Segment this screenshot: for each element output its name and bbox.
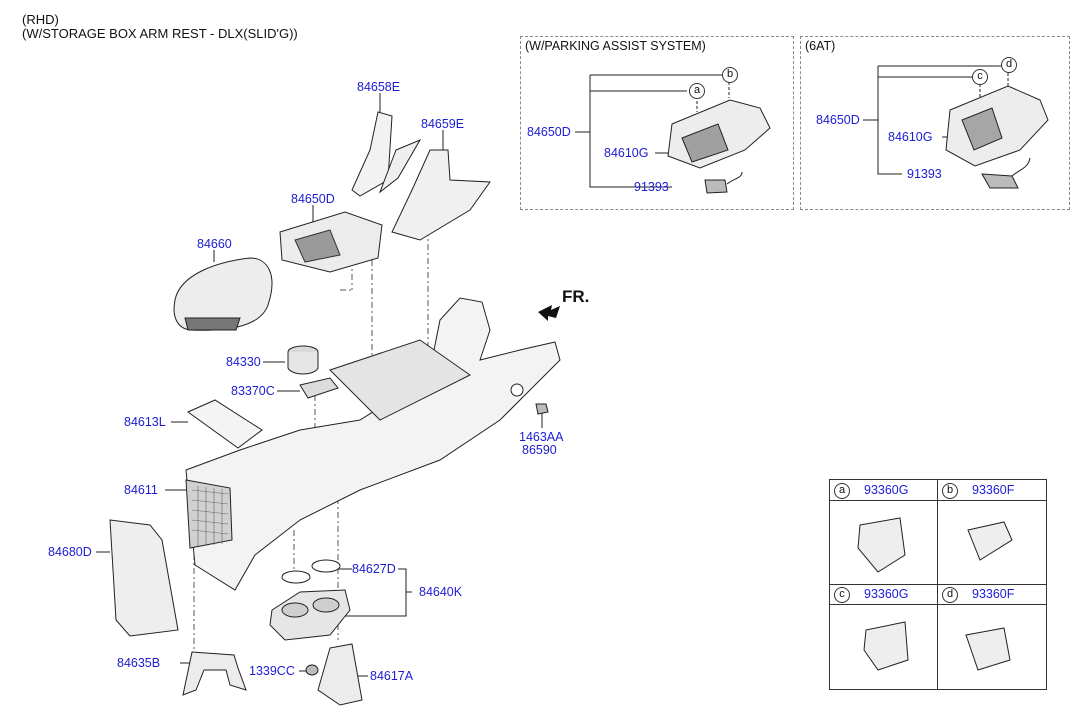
part-84613L: [187, 399, 263, 449]
label-84613L[interactable]: 84613L: [124, 415, 166, 429]
panel-parking-assist-title: (W/PARKING ASSIST SYSTEM): [525, 39, 706, 53]
label-84659E[interactable]: 84659E: [421, 117, 465, 131]
table-code-a[interactable]: 93360G: [864, 483, 909, 497]
label-84635B[interactable]: 84635B: [117, 656, 161, 670]
part-84640K: [269, 589, 351, 641]
label-84640K[interactable]: 84640K: [419, 585, 463, 599]
rear-vent-grid: [191, 486, 229, 546]
table-letter-c: c: [834, 587, 850, 603]
part-84635B: [182, 651, 247, 696]
part-84617A: [317, 643, 363, 706]
pa-bracket: [589, 75, 672, 188]
at-bracket: [877, 66, 902, 175]
part-84627D-a: [281, 570, 311, 584]
pa-callout-b: b: [722, 67, 738, 83]
pa-part-switch: [704, 179, 728, 194]
table-row-a-b-header: [830, 480, 1046, 501]
switch-b-icon: [967, 521, 1013, 561]
label-1463AA[interactable]: 1463AA: [519, 430, 564, 444]
label-1339CC[interactable]: 1339CC: [249, 664, 295, 678]
pa-label-84650D[interactable]: 84650D: [527, 125, 571, 139]
leader-84640K: [345, 568, 407, 617]
part-84680D: [109, 519, 179, 637]
part-84660: [173, 257, 273, 331]
label-84650D[interactable]: 84650D: [291, 192, 335, 206]
panel-6at: [800, 36, 1070, 210]
label-84627D[interactable]: 84627D: [352, 562, 396, 576]
part-84627D-b: [311, 559, 341, 573]
header-variant: (W/STORAGE BOX ARM REST - DLX(SLID'G)): [22, 26, 298, 41]
panel-6at-title: (6AT): [805, 39, 836, 53]
label-84617A[interactable]: 84617A: [370, 669, 414, 683]
table-letter-a: a: [834, 483, 850, 499]
table-code-b[interactable]: 93360F: [972, 483, 1015, 497]
table-letter-b: b: [942, 483, 958, 499]
at-label-91393[interactable]: 91393: [907, 167, 942, 181]
pa-label-91393[interactable]: 91393: [634, 180, 669, 194]
switch-table: a 93360G b 93360F c 93360G d 93360F: [829, 479, 1047, 690]
part-1339CC: [305, 664, 319, 676]
label-84330[interactable]: 84330: [226, 355, 261, 369]
header-rhd: (RHD): [22, 12, 59, 27]
table-letter-d: d: [942, 587, 958, 603]
label-84658E[interactable]: 84658E: [357, 80, 401, 94]
switch-a-icon: [857, 517, 906, 573]
front-arrow-icon: [538, 305, 560, 321]
table-code-d[interactable]: 93360F: [972, 587, 1015, 601]
label-84611[interactable]: 84611: [124, 483, 158, 497]
part-83370C: [299, 377, 339, 399]
part-1463AA: [535, 403, 549, 415]
label-84660[interactable]: 84660: [197, 237, 232, 251]
label-84680D[interactable]: 84680D: [48, 545, 92, 559]
at-part-switch: [981, 173, 1019, 189]
part-84658E: [351, 111, 393, 197]
table-hline: [830, 584, 1046, 585]
pa-label-84610G[interactable]: 84610G: [604, 146, 649, 160]
switch-d-icon: [965, 627, 1011, 671]
pa-callout-a: a: [689, 83, 705, 99]
panel-parking-assist: [520, 36, 794, 210]
at-label-84650D[interactable]: 84650D: [816, 113, 860, 127]
at-label-84610G[interactable]: 84610G: [888, 130, 933, 144]
table-code-c[interactable]: 93360G: [864, 587, 909, 601]
table-row-c-d-header: [830, 584, 1046, 605]
switch-c-icon: [863, 621, 909, 671]
part-84659E: [391, 149, 491, 241]
label-83370C[interactable]: 83370C: [231, 384, 275, 398]
at-callout-d: d: [1001, 57, 1017, 73]
at-callout-c: c: [972, 69, 988, 85]
label-86590[interactable]: 86590: [522, 443, 557, 457]
front-direction-label: FR.: [562, 287, 590, 306]
